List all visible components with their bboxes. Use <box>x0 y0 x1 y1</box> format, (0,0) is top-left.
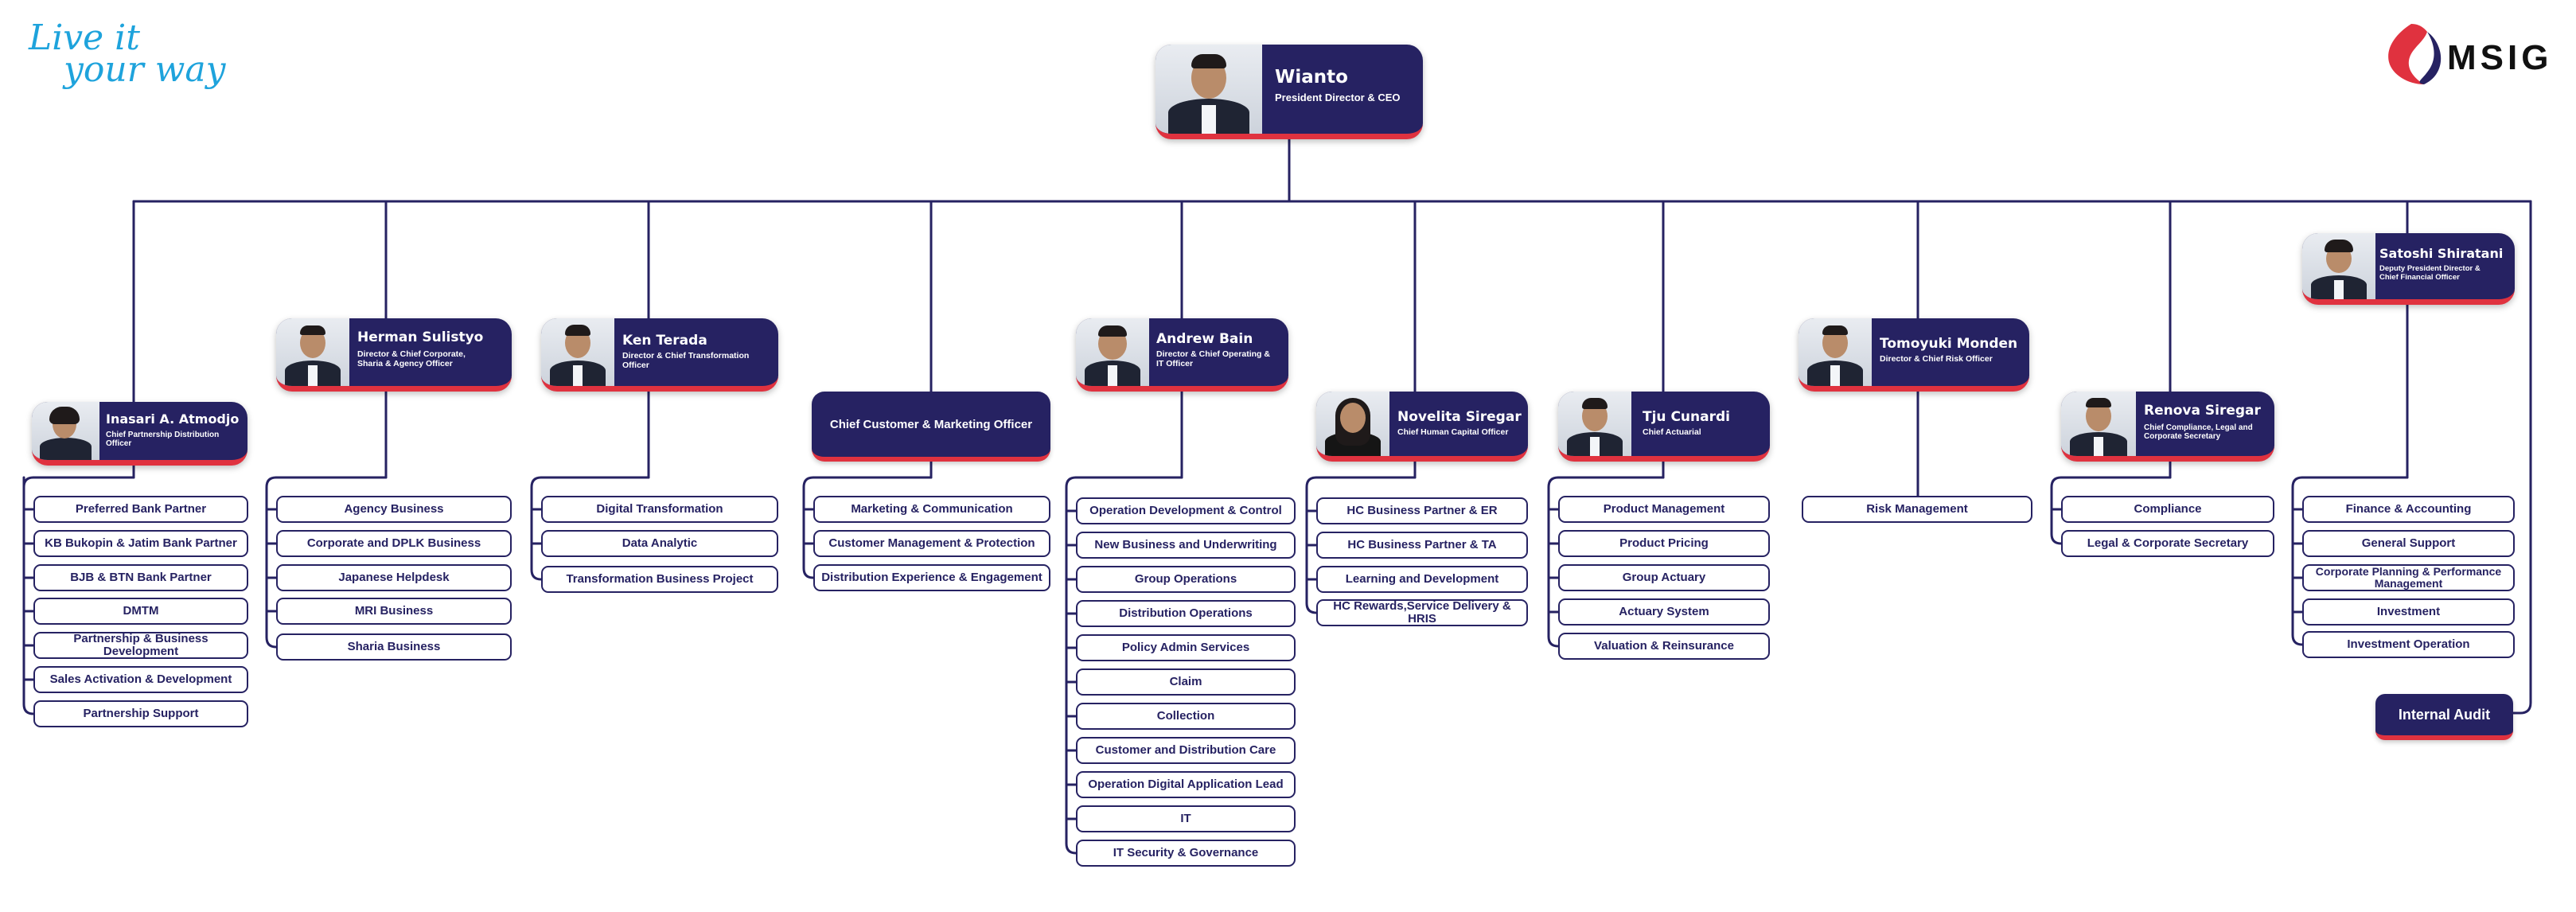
dept-box-dmtm: DMTM <box>33 598 248 625</box>
dept-box-group-operations: Group Operations <box>1076 566 1296 593</box>
exec-card-novelita: Novelita Siregar Chief Human Capital Off… <box>1316 392 1528 462</box>
ceo-photo <box>1155 45 1262 134</box>
dept-box-finance-accounting: Finance & Accounting <box>2302 496 2515 523</box>
exec-title-ccmo: Chief Customer & Marketing Officer <box>829 417 1033 431</box>
exec-name-inasari: Inasari A. Atmodjo <box>106 411 240 427</box>
dept-box-distribution-experience: Distribution Experience & Engagement <box>813 564 1050 591</box>
dept-box-learning-development: Learning and Development <box>1316 566 1528 593</box>
dept-box-risk-management: Risk Management <box>1802 496 2032 523</box>
dept-box-marketing-communication: Marketing & Communication <box>813 496 1050 523</box>
exec-photo-tju <box>1558 392 1631 456</box>
logo-text: MSIG <box>2447 38 2553 77</box>
exec-title-satoshi: Deputy President Director & Chief Financ… <box>2379 264 2481 282</box>
dept-box-operation-development-control: Operation Development & Control <box>1076 497 1296 524</box>
exec-name-tomoyuki: Tomoyuki Monden <box>1880 336 2018 352</box>
dept-box-valuation-reinsurance: Valuation & Reinsurance <box>1558 633 1770 660</box>
dept-box-hc-business-partner-er: HC Business Partner & ER <box>1316 497 1528 524</box>
exec-title-renova: Chief Compliance, Legal and Corporate Se… <box>2144 423 2253 442</box>
exec-card-inasari: Inasari A. Atmodjo Chief Partnership Dis… <box>32 402 247 466</box>
exec-photo-renova <box>2061 392 2136 456</box>
exec-photo-ken <box>541 318 614 386</box>
dept-box-product-management: Product Management <box>1558 496 1770 523</box>
exec-card-satoshi: Satoshi Shiratani Deputy President Direc… <box>2302 233 2515 305</box>
exec-name-renova: Renova Siregar <box>2144 403 2261 419</box>
exec-card-tomoyuki: Tomoyuki Monden Director & Chief Risk Of… <box>1799 318 2029 392</box>
exec-card-renova: Renova Siregar Chief Compliance, Legal a… <box>2061 392 2274 462</box>
dept-box-actuary-system: Actuary System <box>1558 598 1770 626</box>
exec-name-novelita: Novelita Siregar <box>1397 409 1522 425</box>
internal-audit-label: Internal Audit <box>2398 706 2491 723</box>
exec-title-tju: Chief Actuarial <box>1643 427 1701 437</box>
ceo-title: President Director & CEO <box>1275 92 1401 103</box>
dept-box-transformation-business-project: Transformation Business Project <box>541 566 778 593</box>
dept-box-partnership-business-development: Partnership & Business Development <box>33 632 248 659</box>
dept-box-investment-operation: Investment Operation <box>2302 631 2515 658</box>
exec-title-tomoyuki: Director & Chief Risk Officer <box>1880 354 1993 364</box>
dept-box-operation-digital-application-lead: Operation Digital Application Lead <box>1076 771 1296 798</box>
tagline-line1: Live it <box>29 18 140 58</box>
exec-photo-novelita <box>1316 392 1389 456</box>
dept-box-policy-admin-services: Policy Admin Services <box>1076 634 1296 661</box>
dept-box-agency-business: Agency Business <box>276 496 512 523</box>
dept-box-data-analytic: Data Analytic <box>541 530 778 557</box>
exec-title-inasari: Chief Partnership Distribution Officer <box>106 431 220 449</box>
dept-box-legal-corporate-secretary: Legal & Corporate Secretary <box>2061 530 2274 557</box>
dept-box-product-pricing: Product Pricing <box>1558 530 1770 557</box>
dept-box-general-support: General Support <box>2302 530 2515 557</box>
ceo-card: Wianto President Director & CEO <box>1155 45 1423 139</box>
tagline-line2: your way <box>64 49 226 90</box>
dept-box-group-actuary: Group Actuary <box>1558 564 1770 591</box>
exec-name-ken: Ken Terada <box>622 333 707 349</box>
msig-logo: MSIG <box>2379 21 2555 89</box>
dept-box-sales-activation: Sales Activation & Development <box>33 666 248 693</box>
exec-name-herman: Herman Sulistyo <box>357 329 484 345</box>
exec-card-tju: Tju Cunardi Chief Actuarial <box>1558 392 1770 462</box>
dept-box-customer-management-protection: Customer Management & Protection <box>813 530 1050 557</box>
dept-box-bjb-btn: BJB & BTN Bank Partner <box>33 564 248 591</box>
dept-box-corporate-planning: Corporate Planning & Performance Managem… <box>2302 564 2515 591</box>
dept-box-new-business-underwriting: New Business and Underwriting <box>1076 532 1296 559</box>
exec-card-ccmo: Chief Customer & Marketing Officer <box>812 392 1050 462</box>
dept-box-corporate-dplk: Corporate and DPLK Business <box>276 530 512 557</box>
exec-title-ken: Director & Chief Transformation Officer <box>622 351 750 370</box>
exec-card-ken: Ken Terada Director & Chief Transformati… <box>541 318 778 392</box>
exec-photo-andrew <box>1076 318 1149 386</box>
dept-box-digital-transformation: Digital Transformation <box>541 496 778 523</box>
dept-box-collection: Collection <box>1076 703 1296 730</box>
dept-box-it: IT <box>1076 805 1296 832</box>
exec-name-tju: Tju Cunardi <box>1643 409 1730 425</box>
internal-audit-card: Internal Audit <box>2375 694 2513 740</box>
dept-box-sharia-business: Sharia Business <box>276 633 512 661</box>
dept-box-it-security-governance: IT Security & Governance <box>1076 840 1296 867</box>
dept-box-hc-business-partner-ta: HC Business Partner & TA <box>1316 532 1528 559</box>
dept-box-distribution-operations: Distribution Operations <box>1076 600 1296 627</box>
exec-photo-inasari <box>32 402 99 460</box>
exec-photo-tomoyuki <box>1799 318 1872 386</box>
dept-box-hc-rewards: HC Rewards,Service Delivery & HRIS <box>1316 599 1528 626</box>
exec-photo-satoshi <box>2302 233 2375 299</box>
exec-title-novelita: Chief Human Capital Officer <box>1397 427 1509 437</box>
dept-box-kb-bukopin-jatim: KB Bukopin & Jatim Bank Partner <box>33 530 248 557</box>
dept-box-japanese-helpdesk: Japanese Helpdesk <box>276 564 512 591</box>
exec-name-satoshi: Satoshi Shiratani <box>2379 246 2504 261</box>
dept-box-investment: Investment <box>2302 598 2515 626</box>
ceo-name: Wianto <box>1275 67 1348 88</box>
exec-card-herman: Herman Sulistyo Director & Chief Corpora… <box>276 318 512 392</box>
dept-box-preferred-bank-partner: Preferred Bank Partner <box>33 496 248 523</box>
msig-logo-mark-icon <box>2388 24 2442 84</box>
exec-photo-herman <box>276 318 349 386</box>
exec-title-andrew: Director & Chief Operating & IT Officer <box>1156 349 1270 368</box>
dept-box-partnership-support: Partnership Support <box>33 700 248 727</box>
tagline: Live it your way <box>29 21 225 88</box>
exec-card-andrew: Andrew Bain Director & Chief Operating &… <box>1076 318 1288 392</box>
exec-name-andrew: Andrew Bain <box>1156 331 1253 347</box>
dept-box-claim: Claim <box>1076 668 1296 696</box>
dept-box-mri-business: MRI Business <box>276 598 512 625</box>
exec-title-herman: Director & Chief Corporate, Sharia & Age… <box>357 349 466 368</box>
dept-box-compliance: Compliance <box>2061 496 2274 523</box>
dept-box-customer-distribution-care: Customer and Distribution Care <box>1076 737 1296 764</box>
